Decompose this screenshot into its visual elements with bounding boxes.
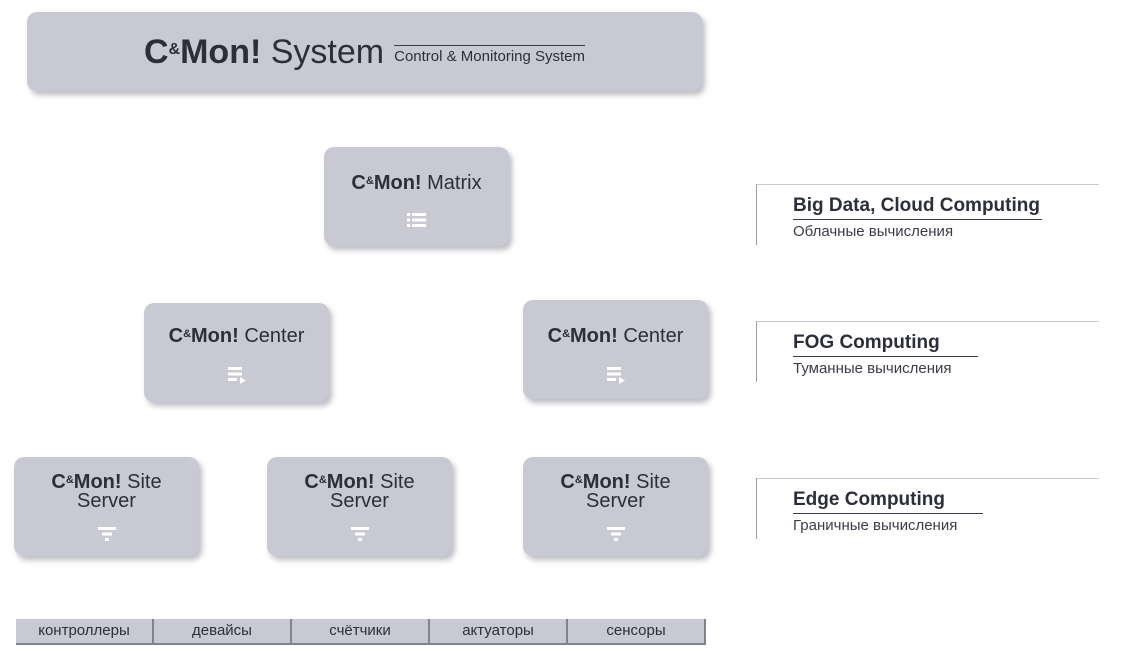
center-node-left-title: C&Mon! Center [168, 325, 305, 347]
matrix-node-title: C&Mon! Matrix [351, 172, 482, 194]
tier-title: Big Data, Cloud Computing [793, 195, 1042, 220]
device-gadgets: девайсы [154, 619, 292, 645]
tier-subtitle: Облачные вычисления [793, 223, 954, 240]
device-sensors: сенсоры [568, 619, 706, 645]
tier-label-fog: FOG Computing Туманные вычисления [756, 321, 1099, 382]
center-node-right: C&Mon! Center [523, 300, 708, 399]
tier-label-edge: Edge Computing Граничные вычисления [756, 478, 1099, 539]
device-actuators: актуаторы [430, 619, 568, 645]
list-icon [406, 213, 426, 227]
device-meters: счётчики [292, 619, 430, 645]
tier-subtitle: Туманные вычисления [793, 360, 952, 377]
system-title: C&Mon! System [143, 33, 385, 71]
system-subtitle: Control & Monitoring System [394, 45, 586, 64]
tier-subtitle: Граничные вычисления [793, 517, 958, 534]
tier-label-cloud: Big Data, Cloud Computing Облачные вычис… [756, 184, 1099, 245]
tier-title: FOG Computing [793, 332, 978, 357]
center-node-right-title: C&Mon! Center [547, 325, 684, 347]
filter-icon [97, 527, 116, 541]
matrix-node: C&Mon! Matrix [324, 147, 509, 246]
center-node-left: C&Mon! Center [144, 303, 329, 402]
system-header: C&Mon! System Control & Monitoring System [27, 12, 702, 91]
filter-icon [350, 527, 369, 541]
device-controllers: контроллеры [16, 619, 154, 645]
tier-title: Edge Computing [793, 489, 983, 514]
playlist-play-icon [606, 367, 625, 384]
filter-icon [606, 527, 625, 541]
device-bar: контроллеры девайсы счётчики актуаторы с… [16, 619, 706, 645]
playlist-play-icon [227, 367, 246, 384]
